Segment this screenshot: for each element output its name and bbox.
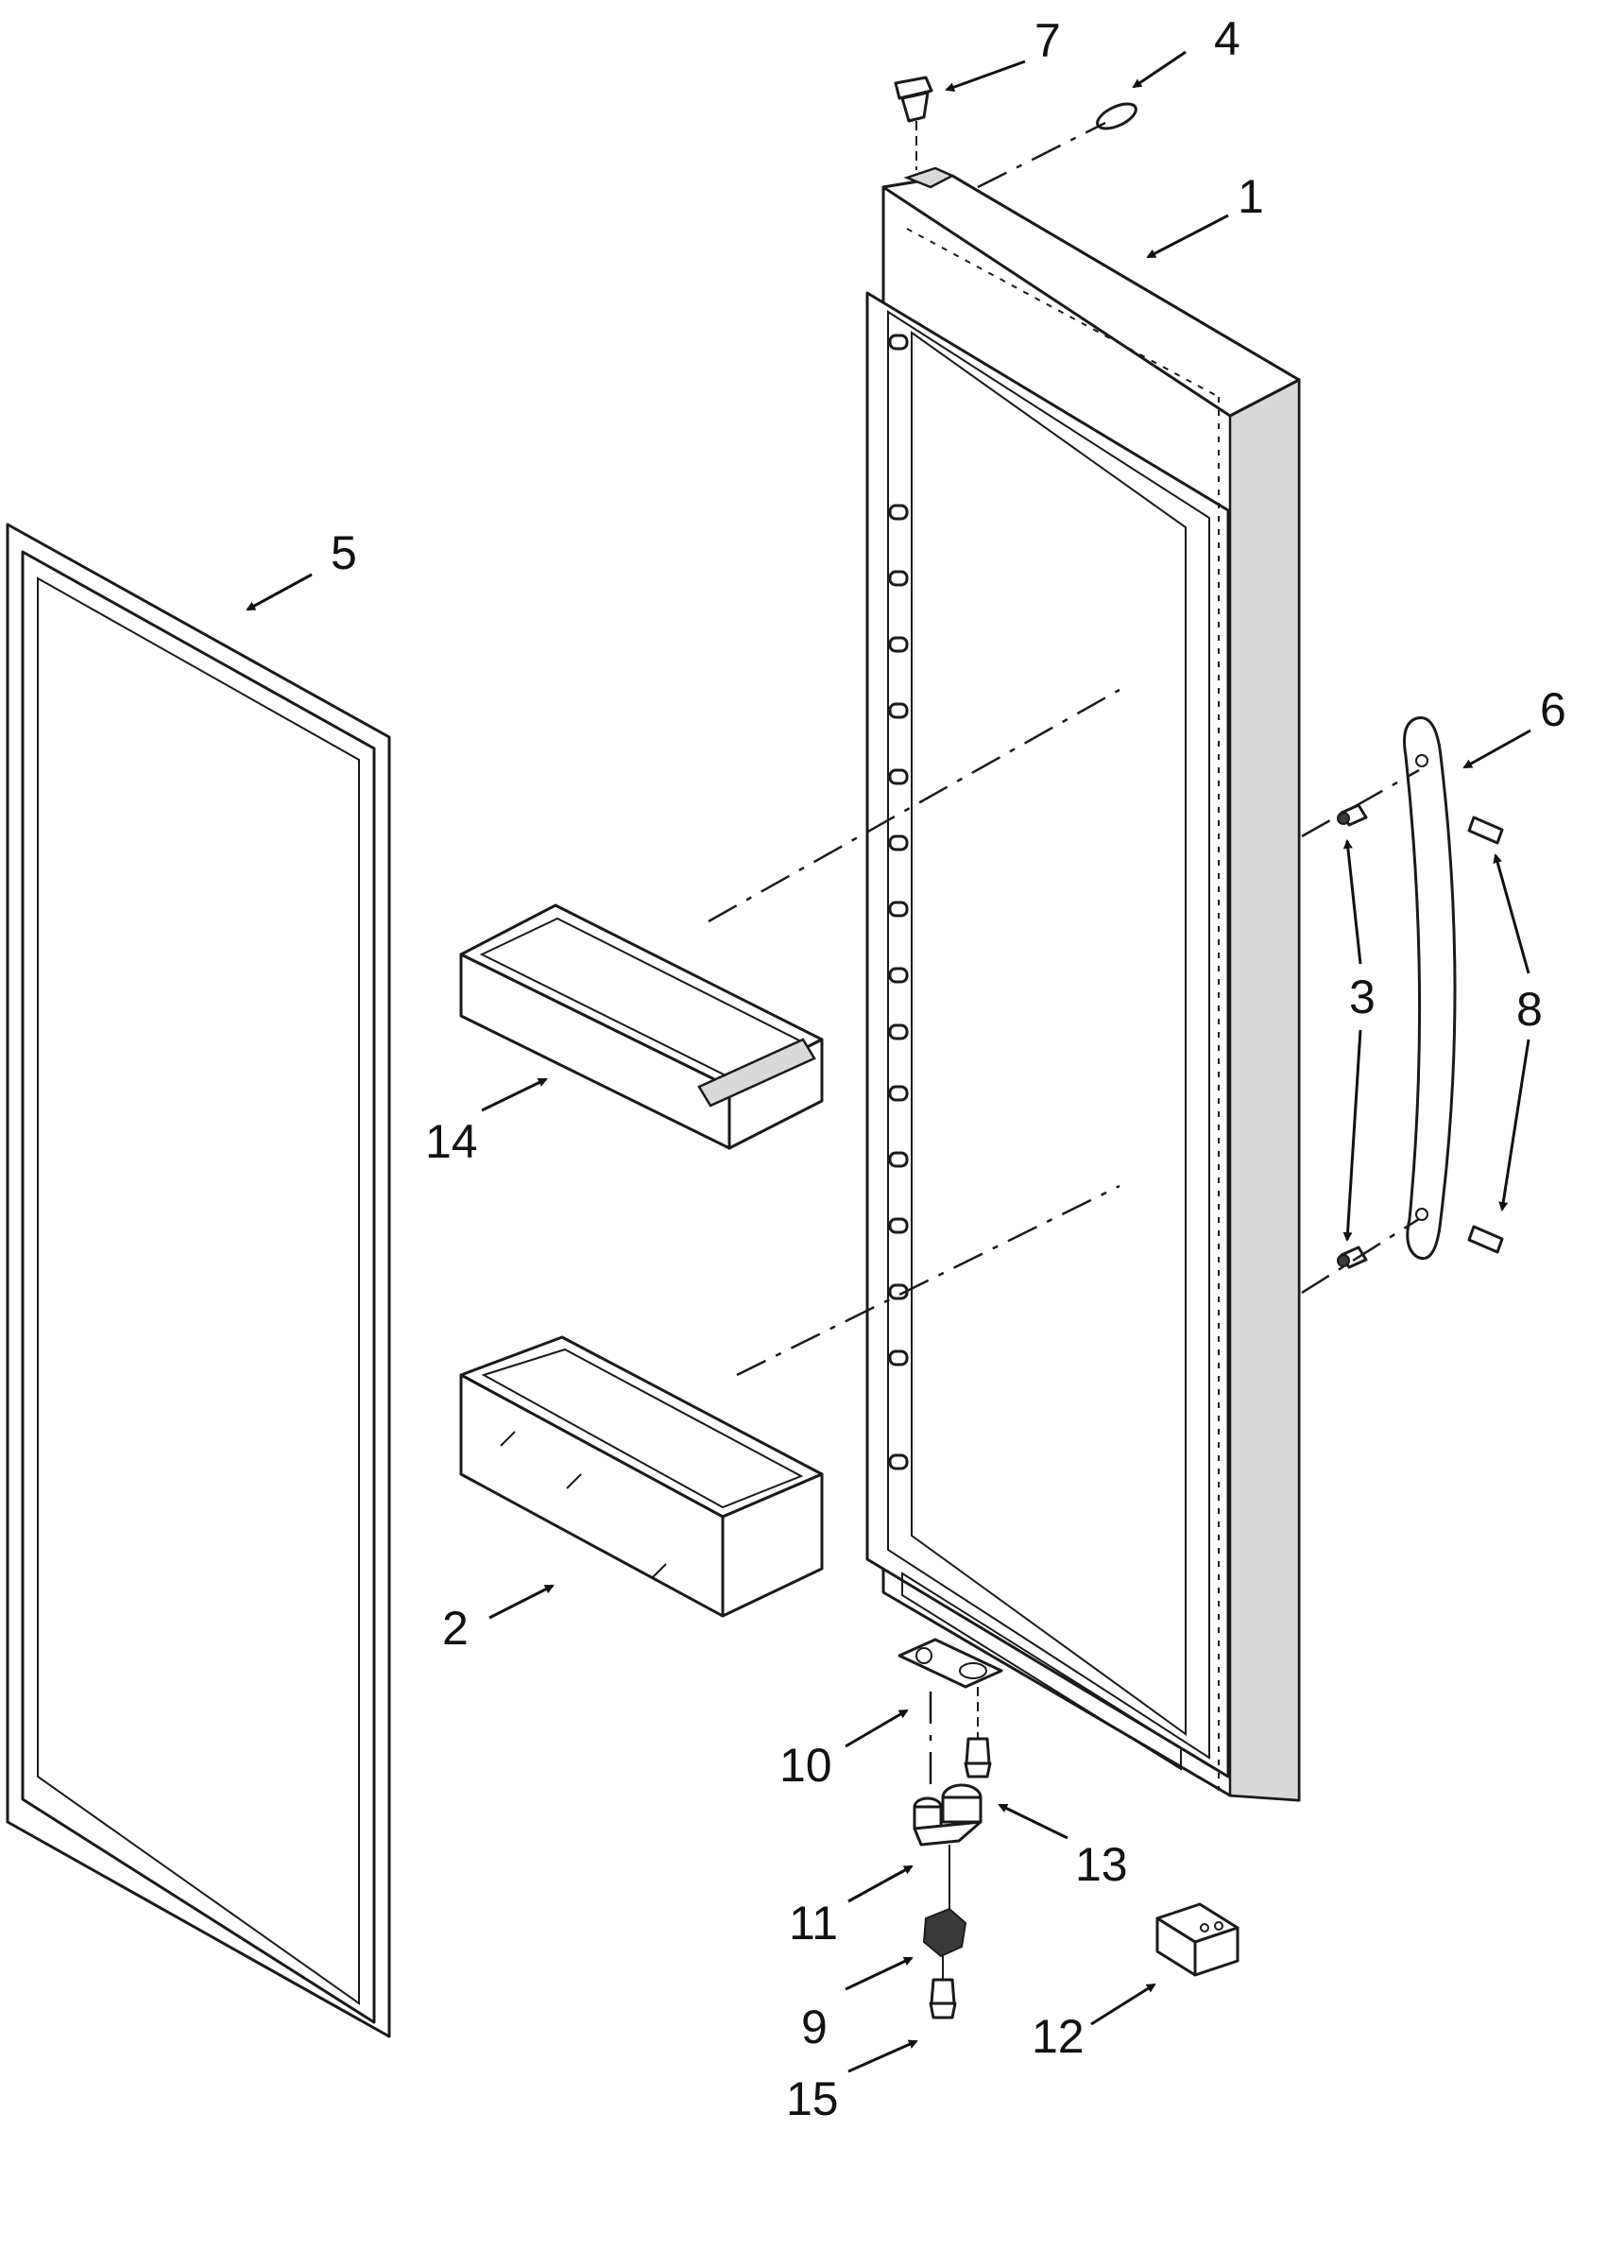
callout-arrow-1	[1146, 214, 1229, 259]
callout-12: 12	[1032, 2010, 1085, 2063]
callout-arrow-3-down	[1342, 1029, 1362, 1242]
bottom-hinge-plate	[897, 1638, 1003, 1689]
callout-13: 13	[1075, 1838, 1128, 1891]
callout-5: 5	[331, 526, 357, 579]
callout-arrow-3-up	[1342, 839, 1362, 965]
callout-arrow-10	[845, 1709, 909, 1748]
bottom-hinge	[913, 1783, 983, 1847]
upper-door-bin	[459, 903, 824, 1150]
callout-11: 11	[789, 1897, 838, 1950]
callout-3: 3	[1349, 971, 1376, 1023]
door-gasket	[6, 523, 391, 2038]
handle-lower-assembly-line	[1301, 1217, 1420, 1295]
handle-mount-screws	[1337, 803, 1368, 1269]
bin-upper-assembly-line	[708, 688, 1120, 923]
callout-arrow-13	[998, 1803, 1068, 1840]
callout-arrow-12	[1090, 1983, 1156, 2026]
callout-10: 10	[779, 1739, 832, 1792]
callout-arrow-2	[488, 1584, 555, 1620]
callout-9: 9	[801, 2001, 828, 2053]
lower-door-bin	[459, 1335, 824, 1618]
refrigerator-door	[865, 166, 1301, 1802]
callout-15: 15	[786, 2072, 839, 2125]
callout-2: 2	[442, 1602, 469, 1655]
top-hinge-bushing	[894, 76, 933, 170]
callout-arrow-9	[845, 1956, 914, 1991]
hinge-cover	[1155, 1902, 1239, 1977]
door-handle	[1403, 716, 1457, 1260]
bin-lower-assembly-line	[736, 1184, 1120, 1377]
callout-14: 14	[425, 1115, 478, 1168]
callout-arrow-14	[481, 1077, 548, 1112]
shelf-dimples	[888, 334, 909, 1470]
plug-assembly-line	[977, 121, 1106, 189]
callout-1: 1	[1238, 170, 1264, 223]
callout-arrow-15	[847, 2039, 918, 2073]
callout-8: 8	[1516, 983, 1543, 1036]
callout-arrow-8-down	[1498, 1039, 1530, 1211]
callout-arrow-8-up	[1493, 853, 1530, 974]
cam-screw	[929, 1978, 957, 2019]
callout-7: 7	[1034, 14, 1061, 67]
callout-arrow-6	[1462, 729, 1531, 769]
hole-plug	[1096, 102, 1137, 130]
callout-arrow-5	[246, 573, 313, 611]
callout-arrow-11	[847, 1864, 914, 1903]
handle-set-screws	[1467, 816, 1504, 1254]
callout-6: 6	[1540, 683, 1566, 736]
callout-arrow-7	[945, 60, 1026, 92]
handle-upper-assembly-line	[1301, 768, 1420, 838]
callout-4: 4	[1214, 12, 1240, 65]
hinge-screw	[964, 1737, 992, 1778]
callout-arrow-4	[1132, 50, 1187, 89]
hinge-cam	[922, 1907, 967, 1958]
